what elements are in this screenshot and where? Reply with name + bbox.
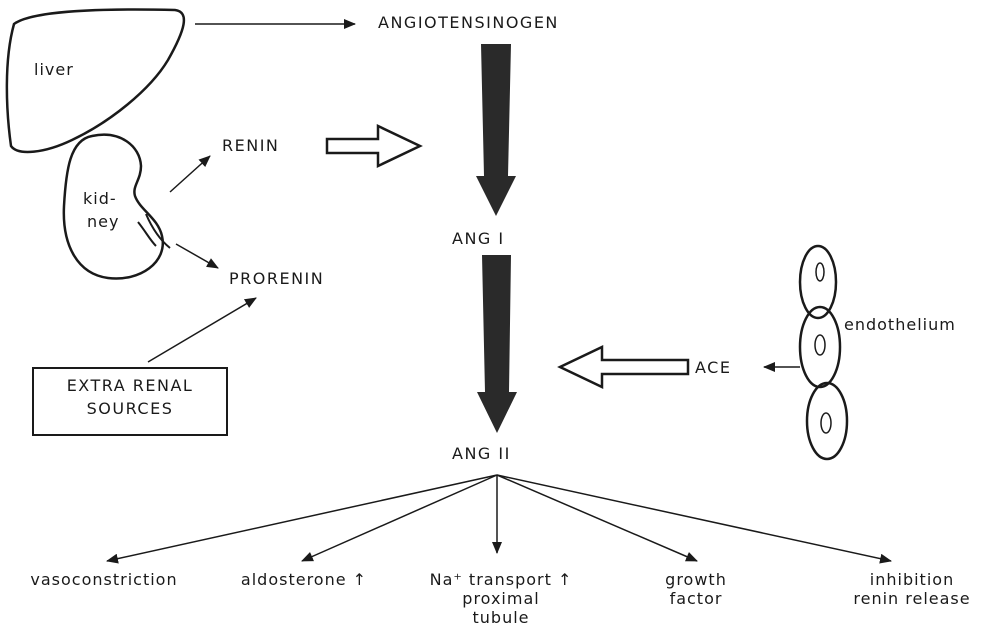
extra-renal-line2: SOURCES (34, 399, 226, 418)
effect-growth-factor-line1: growth (646, 570, 746, 589)
effect-inhibition-line2: renin release (832, 589, 992, 608)
effect-aldosterone: aldosterone ↑ (224, 570, 384, 589)
node-kidney-line2: ney (87, 212, 119, 231)
effect-vasoconstriction: vasoconstriction (4, 570, 204, 589)
effect-inhibition-line1: inhibition (832, 570, 992, 589)
effect-inhibition: inhibition renin release (832, 570, 992, 608)
node-renin: RENIN (222, 136, 279, 155)
arrow-extra-renal-to-prorenin (148, 298, 256, 362)
extra-renal-sources-box: EXTRA RENAL SOURCES (32, 367, 228, 436)
effect-vasoconstriction-line1: vasoconstriction (4, 570, 204, 589)
node-ang1: ANG I (452, 229, 505, 248)
effect-na-transport-line2: proximal (416, 589, 586, 608)
arrow-kidney-to-prorenin (176, 244, 218, 268)
node-liver: liver (34, 60, 74, 79)
arrow-kidney-to-renin (170, 156, 210, 192)
effect-growth-factor: growth factor (646, 570, 746, 608)
extra-renal-line1: EXTRA RENAL (34, 376, 226, 395)
node-angiotensinogen: ANGIOTENSINOGEN (378, 13, 559, 32)
arrow-ang2-to-aldosterone (302, 475, 497, 561)
hollow-arrow-renin (327, 126, 420, 166)
node-endothelium: endothelium (844, 315, 956, 334)
arrow-ang2-to-inhibition (497, 475, 891, 561)
node-prorenin: PRORENIN (229, 269, 324, 288)
solid-arrow-angiotensinogen-to-ang1 (476, 44, 516, 216)
node-kidney-line1: kid- (83, 189, 117, 208)
effect-na-transport-line1: Na⁺ transport ↑ (416, 570, 586, 589)
endothelium-cells (800, 246, 847, 459)
arrow-ang2-to-growth-factor (497, 475, 697, 561)
node-ang2: ANG II (452, 444, 511, 463)
hollow-arrow-ace (560, 347, 688, 387)
node-ace: ACE (695, 358, 731, 377)
effect-na-transport: Na⁺ transport ↑ proximal tubule (416, 570, 586, 627)
liver-shape (7, 10, 184, 152)
effect-na-transport-line3: tubule (416, 608, 586, 627)
solid-arrow-ang1-to-ang2 (477, 255, 517, 433)
arrow-ang2-to-vasoconstriction (107, 475, 497, 561)
effect-aldosterone-line1: aldosterone ↑ (224, 570, 384, 589)
effect-growth-factor-line2: factor (646, 589, 746, 608)
